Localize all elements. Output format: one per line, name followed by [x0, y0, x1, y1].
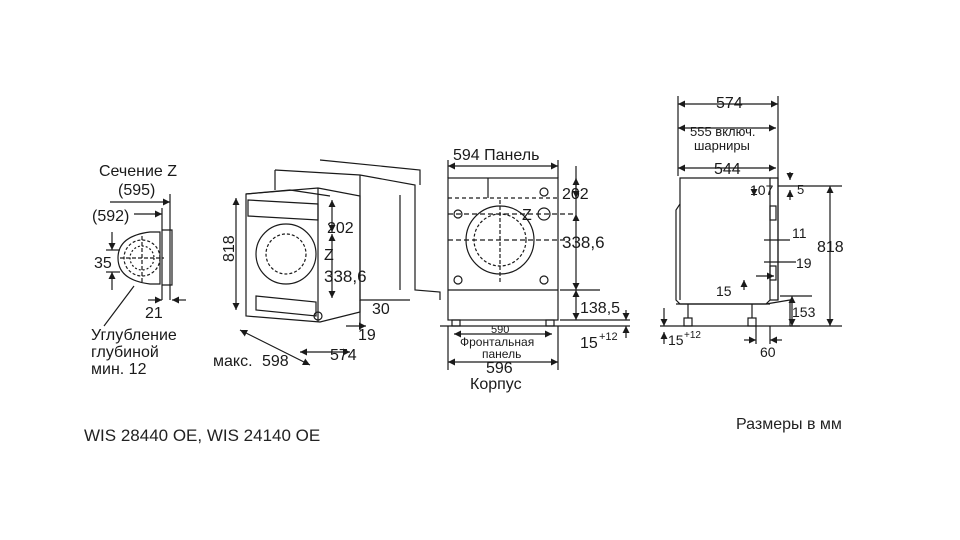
section-dim-35: 35: [94, 255, 112, 272]
side-dim-818: 818: [817, 239, 844, 256]
side-dim-19: 19: [796, 255, 812, 271]
iso-max-prefix: макс.: [213, 353, 253, 370]
front-z-mark: Z: [522, 207, 532, 224]
front-view: 594 Панель 202 Z 338,6 138: [440, 147, 630, 393]
iso-dim-30: 30: [372, 301, 390, 318]
iso-z-mark: Z: [324, 247, 334, 264]
isometric-view: 818 202 Z 338,6 30 19 574 макс. 598: [213, 159, 441, 370]
units-note: Размеры в мм: [736, 416, 842, 433]
front-dim-338: 338,6: [562, 233, 605, 252]
front-body-label: Корпус: [470, 376, 522, 393]
section-dim-21: 21: [145, 305, 163, 322]
side-dim-15b-sup: +12: [684, 330, 701, 341]
recess-line-1: Углубление: [91, 327, 177, 344]
iso-dim-338: 338,6: [324, 267, 367, 286]
section-dim-595: (595): [118, 182, 155, 199]
side-dim-555-line-2: шарниры: [694, 138, 750, 153]
side-dim-555-line-1: 555 включ.: [690, 124, 755, 139]
side-dim-544: 544: [714, 161, 741, 178]
front-dim-202: 202: [562, 186, 589, 203]
iso-dim-574: 574: [330, 347, 357, 364]
iso-dim-818: 818: [221, 235, 238, 262]
side-dim-153: 153: [792, 304, 816, 320]
side-dim-574: 574: [716, 95, 743, 112]
side-view: 574 555 включ. шарниры 544 107 5 818: [660, 95, 844, 360]
recess-line-2: глубиной: [91, 344, 159, 361]
front-panel-line-2: панель: [482, 347, 521, 361]
recess-line-3: мин. 12: [91, 361, 147, 378]
side-dim-107: 107: [750, 182, 774, 198]
iso-dim-19: 19: [358, 327, 376, 344]
side-dim-15: 15: [716, 283, 732, 299]
model-numbers: WIS 28440 OE, WIS 24140 OE: [84, 426, 321, 445]
side-dim-11: 11: [792, 225, 807, 241]
front-panel-label: 594 Панель: [453, 147, 539, 164]
front-panel-line-1: Фронтальная: [460, 335, 534, 349]
front-dim-590: 590: [491, 324, 509, 336]
iso-dim-598: 598: [262, 353, 289, 370]
front-dim-15: 15: [580, 335, 598, 352]
section-z-view: Сечение Z (595) (592) 35 21 Углубление г…: [91, 163, 186, 378]
side-dim-5: 5: [797, 182, 804, 197]
side-dim-60: 60: [760, 344, 776, 360]
iso-dim-202: 202: [327, 220, 354, 237]
front-dim-596: 596: [486, 360, 513, 377]
front-dim-138: 138,5: [580, 300, 620, 317]
side-dim-15b: 15: [668, 332, 684, 348]
front-dim-15-sup: +12: [599, 331, 618, 343]
section-dim-592: (592): [92, 208, 129, 225]
section-title: Сечение Z: [99, 163, 177, 180]
